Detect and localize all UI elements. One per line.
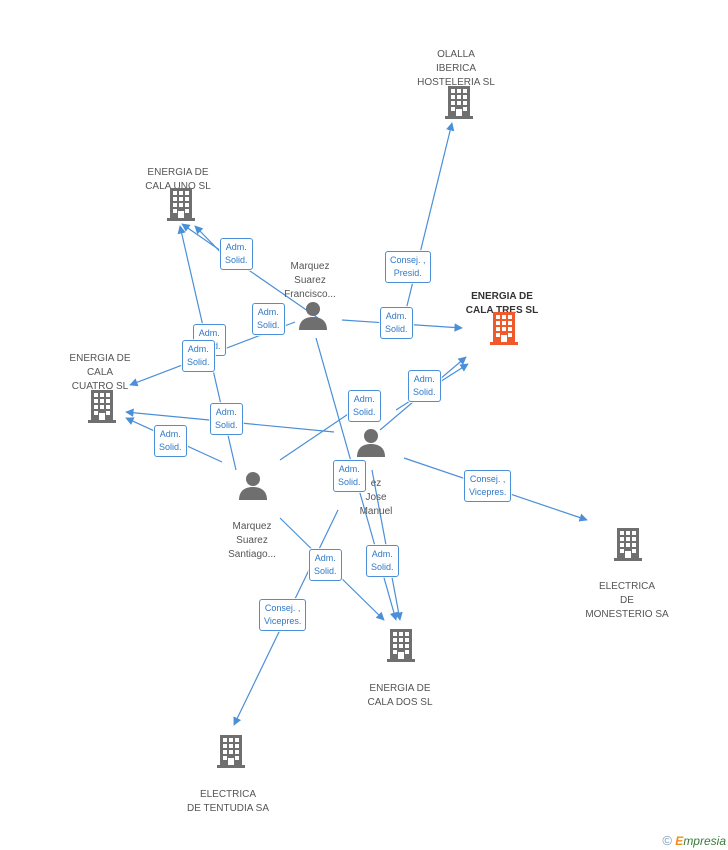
edge-label-adm-solid[interactable]: Adm. Solid.	[252, 303, 285, 335]
edge-label-adm-solid[interactable]: Adm. Solid.	[210, 403, 243, 435]
brand-name: mpresia	[683, 834, 726, 848]
company-energia-cala-tres[interactable]: ENERGIA DE CALA TRES SL	[452, 276, 552, 332]
edge-label-adm-solid[interactable]: Adm. Solid.	[154, 425, 187, 457]
copyright-symbol: ©	[662, 833, 672, 848]
company-label: ELECTRICA DE MONESTERIO SA	[585, 581, 669, 620]
edge-label-adm-solid[interactable]: Adm. Solid.	[182, 340, 215, 372]
company-energia-cala-cuatro[interactable]: ENERGIA DE CALA CUATRO SL	[52, 338, 148, 408]
building-icon[interactable]	[166, 187, 196, 221]
edge-label-adm-solid[interactable]: Adm. Solid.	[366, 545, 399, 577]
edge-line	[403, 122, 455, 319]
company-electrica-monesterio[interactable]: ELECTRICA DE MONESTERIO SA	[576, 566, 678, 636]
person-santiago[interactable]: Marquez Suarez Santiago...	[208, 506, 296, 576]
person-label: ez Jose Manuel	[359, 478, 393, 517]
edge-label-adm-solid[interactable]: Adm. Solid.	[220, 238, 253, 270]
building-icon[interactable]	[386, 628, 416, 662]
person-label: Marquez Suarez Francisco...	[284, 261, 336, 300]
company-label: ENERGIA DE CALA UNO SL	[145, 167, 211, 192]
edge-label-consej-vicepres[interactable]: Consej. , Vicepres.	[464, 470, 512, 502]
empresia-brand: © Empresia	[662, 833, 726, 848]
company-label: ENERGIA DE CALA TRES SL	[465, 291, 539, 316]
person-label: Marquez Suarez Santiago...	[228, 521, 276, 560]
edge-label-adm-solid[interactable]: Adm. Solid.	[408, 370, 441, 402]
edge-label-consej-presid[interactable]: Consej. , Presid.	[385, 251, 431, 283]
company-energia-cala-uno[interactable]: ENERGIA DE CALA UNO SL	[130, 152, 226, 208]
building-icon[interactable]	[216, 734, 246, 768]
building-icon[interactable]	[444, 85, 474, 119]
company-label: ENERGIA DE CALA DOS SL	[367, 683, 433, 708]
company-olalla-iberica[interactable]: OLALLA IBERICA HOSTELERIA SL	[406, 34, 506, 104]
edge-label-adm-solid[interactable]: Adm. Solid.	[348, 390, 381, 422]
person-icon[interactable]	[356, 427, 386, 457]
company-label: ELECTRICA DE TENTUDIA SA	[186, 789, 270, 814]
company-label: ENERGIA DE CALA CUATRO SL	[69, 353, 131, 392]
person-jose-manuel[interactable]: ez Jose Manuel	[344, 463, 408, 533]
company-electrica-tentudia[interactable]: ELECTRICA DE TENTUDIA SA	[176, 774, 280, 830]
person-icon[interactable]	[298, 300, 328, 330]
building-icon-focus[interactable]	[489, 311, 519, 345]
building-icon[interactable]	[613, 527, 643, 561]
edge-label-adm-solid[interactable]: Adm. Solid.	[380, 307, 413, 339]
company-energia-cala-dos[interactable]: ENERGIA DE CALA DOS SL	[350, 668, 450, 724]
company-label: OLALLA IBERICA HOSTELERIA SL	[417, 49, 495, 88]
brand-initial: E	[675, 834, 684, 848]
person-francisco[interactable]: Marquez Suarez Francisco...	[266, 246, 354, 316]
person-icon[interactable]	[238, 470, 268, 500]
edge-line	[181, 223, 319, 319]
edge-label-adm-solid[interactable]: Adm. Solid.	[333, 460, 366, 492]
building-icon[interactable]	[87, 389, 117, 423]
edge-label-adm-solid[interactable]: Adm. Solid.	[309, 549, 342, 581]
edge-label-consej-vicepres[interactable]: Consej. , Vicepres.	[259, 599, 307, 631]
